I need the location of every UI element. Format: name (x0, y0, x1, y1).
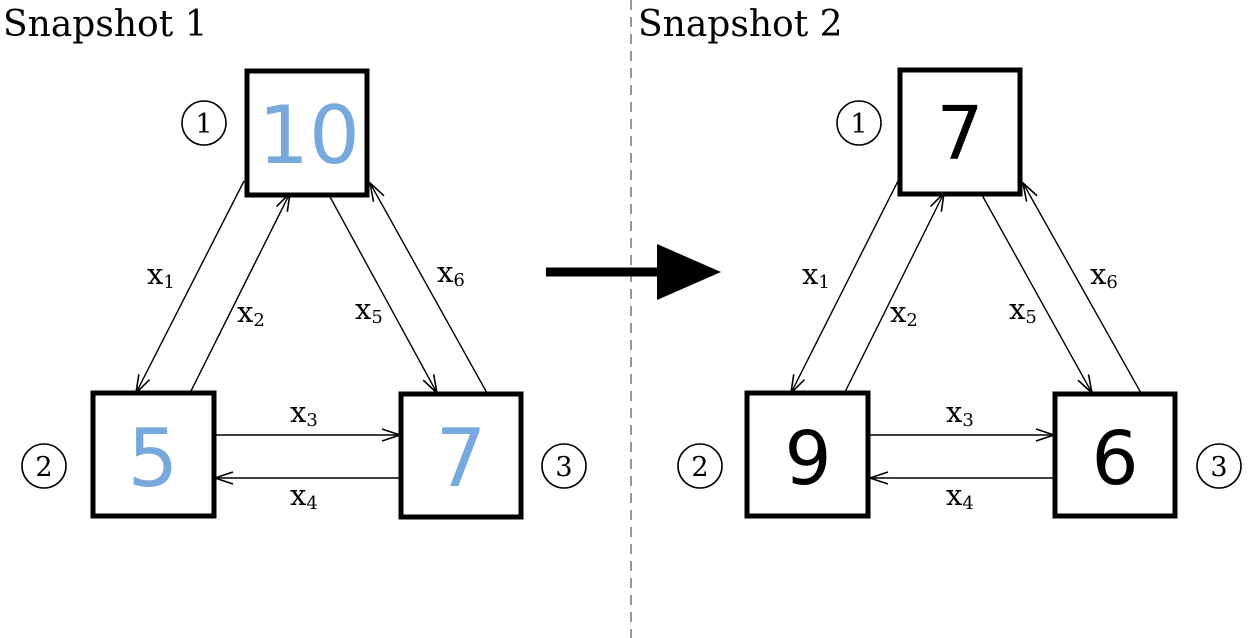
node-value: 10 (258, 89, 360, 182)
edge-label: x3 (290, 395, 318, 431)
node-id-circle (1196, 443, 1242, 489)
edge-x5: x5 (981, 194, 1092, 393)
node-1: 10 1 (181, 68, 370, 198)
edge-x2: x2 (844, 193, 944, 393)
snapshot-title: Snapshot 2 (638, 4, 843, 45)
node-value: 5 (128, 412, 179, 505)
node-box (744, 390, 871, 519)
edge-label: x4 (946, 478, 974, 514)
edge-x4: x4 (215, 478, 400, 514)
node-box (90, 390, 217, 519)
node-id-circle (541, 443, 587, 489)
edge-x3: x3 (870, 395, 1054, 435)
snapshot-2: Snapshot 2 x1 x2 x5 x6 x3 x4 7 (638, 4, 1242, 519)
node-value: 7 (436, 412, 487, 505)
edge-label: x4 (290, 478, 318, 514)
edge-x6: x6 (370, 183, 488, 394)
node-id-label: 3 (555, 452, 572, 483)
node-box (398, 391, 524, 520)
node-id-circle (836, 100, 882, 146)
edge-label: x1 (802, 257, 830, 293)
edge-label: x2 (890, 295, 918, 331)
snapshot-title: Snapshot 1 (3, 4, 208, 45)
node-2: 9 2 (677, 390, 871, 519)
node-id-circle (181, 100, 227, 146)
edge-label: x6 (437, 255, 465, 291)
node-id-label: 2 (35, 452, 52, 483)
node-id-circle (677, 443, 723, 489)
transition-arrow-icon (546, 244, 721, 300)
edge-label: x5 (1009, 292, 1037, 328)
node-value: 9 (784, 416, 831, 502)
edge-x4: x4 (870, 478, 1054, 514)
node-id-label: 3 (1210, 452, 1227, 483)
node-3: 6 3 (1052, 391, 1242, 519)
edge-x1: x1 (136, 180, 245, 393)
edge-x1: x1 (791, 180, 899, 393)
node-id-label: 1 (850, 109, 867, 140)
edge-x2: x2 (189, 193, 290, 394)
node-id-label: 2 (691, 452, 708, 483)
edge-x5: x5 (328, 194, 437, 393)
node-box (244, 68, 370, 198)
node-2: 5 2 (21, 390, 217, 519)
edge-label: x2 (237, 295, 265, 331)
node-box (897, 67, 1023, 197)
node-box (1052, 391, 1178, 519)
edge-label: x1 (147, 257, 175, 293)
node-3: 7 3 (398, 391, 587, 520)
node-value: 7 (936, 91, 983, 177)
snapshot-1: Snapshot 1 x1 x2 x5 x6 x3 x4 10 (3, 4, 587, 520)
node-1: 7 1 (836, 67, 1023, 197)
edge-x6: x6 (1023, 183, 1142, 394)
edge-label: x6 (1090, 257, 1118, 293)
node-value: 6 (1091, 416, 1138, 502)
edge-label: x3 (946, 395, 974, 431)
node-id-label: 1 (195, 109, 212, 140)
edge-label: x5 (355, 292, 383, 328)
edge-x3: x3 (215, 395, 400, 435)
node-id-circle (21, 443, 67, 489)
